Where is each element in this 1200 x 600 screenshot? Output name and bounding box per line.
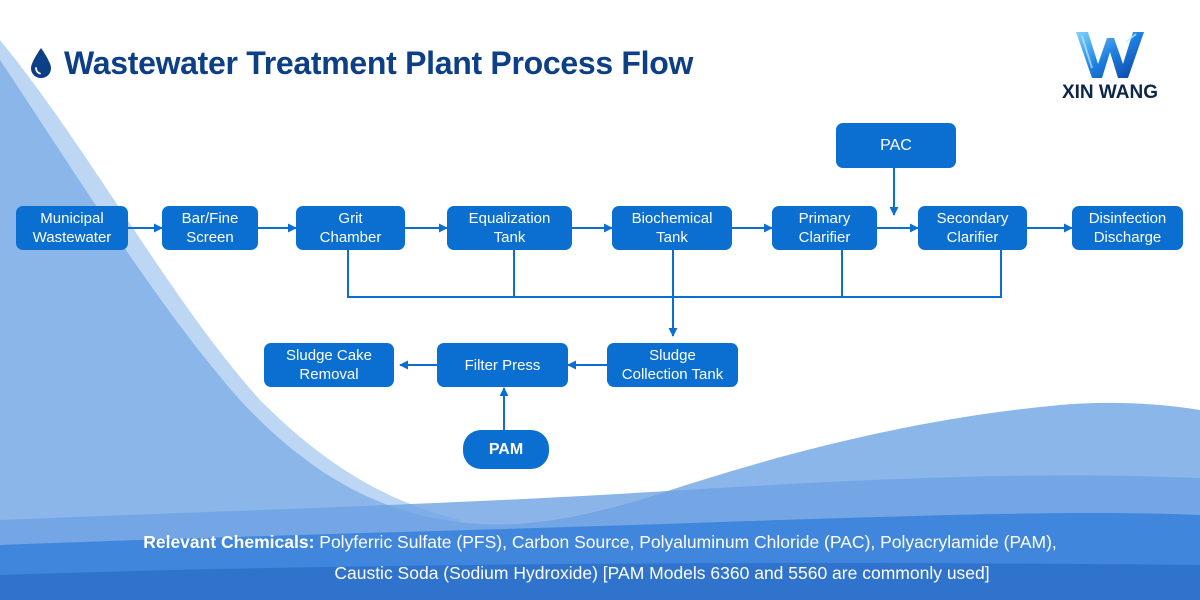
node-pac: PAC xyxy=(836,123,956,168)
footer-line-2: Caustic Soda (Sodium Hydroxide) [PAM Mod… xyxy=(334,563,990,583)
node-disinfection-discharge: Disinfection Discharge xyxy=(1072,206,1183,250)
node-pam: PAM xyxy=(463,430,549,469)
node-biochemical-tank: Biochemical Tank xyxy=(612,206,732,250)
footer-label: Relevant Chemicals: xyxy=(143,532,315,552)
footer-line-1: Relevant Chemicals: Polyferric Sulfate (… xyxy=(0,527,1200,558)
node-grit-chamber: Grit Chamber xyxy=(296,206,405,250)
xin-wang-logo-icon xyxy=(1076,32,1144,78)
node-equalization-tank: Equalization Tank xyxy=(447,206,572,250)
node-sludge-cake-removal: Sludge Cake Removal xyxy=(264,343,394,387)
footer-line-1-text: Polyferric Sulfate (PFS), Carbon Source,… xyxy=(314,532,1057,552)
logo-text: XIN WANG xyxy=(1061,82,1159,103)
node-sludge-collection-tank: Sludge Collection Tank xyxy=(607,343,738,387)
node-secondary-clarifier: Secondary Clarifier xyxy=(918,206,1027,250)
relevant-chemicals-note: Relevant Chemicals: Polyferric Sulfate (… xyxy=(0,527,1200,589)
water-drop-icon xyxy=(31,48,51,78)
node-municipal-wastewater: Municipal Wastewater xyxy=(16,206,128,250)
title-bar: Wastewater Treatment Plant Process Flow xyxy=(28,40,693,86)
node-primary-clarifier: Primary Clarifier xyxy=(772,206,877,250)
node-bar-fine-screen: Bar/Fine Screen xyxy=(162,206,258,250)
node-filter-press: Filter Press xyxy=(437,343,568,387)
sludge-collector-line xyxy=(347,250,1002,298)
brand-logo: XIN WANG xyxy=(1048,28,1172,106)
page-title: Wastewater Treatment Plant Process Flow xyxy=(64,44,694,81)
